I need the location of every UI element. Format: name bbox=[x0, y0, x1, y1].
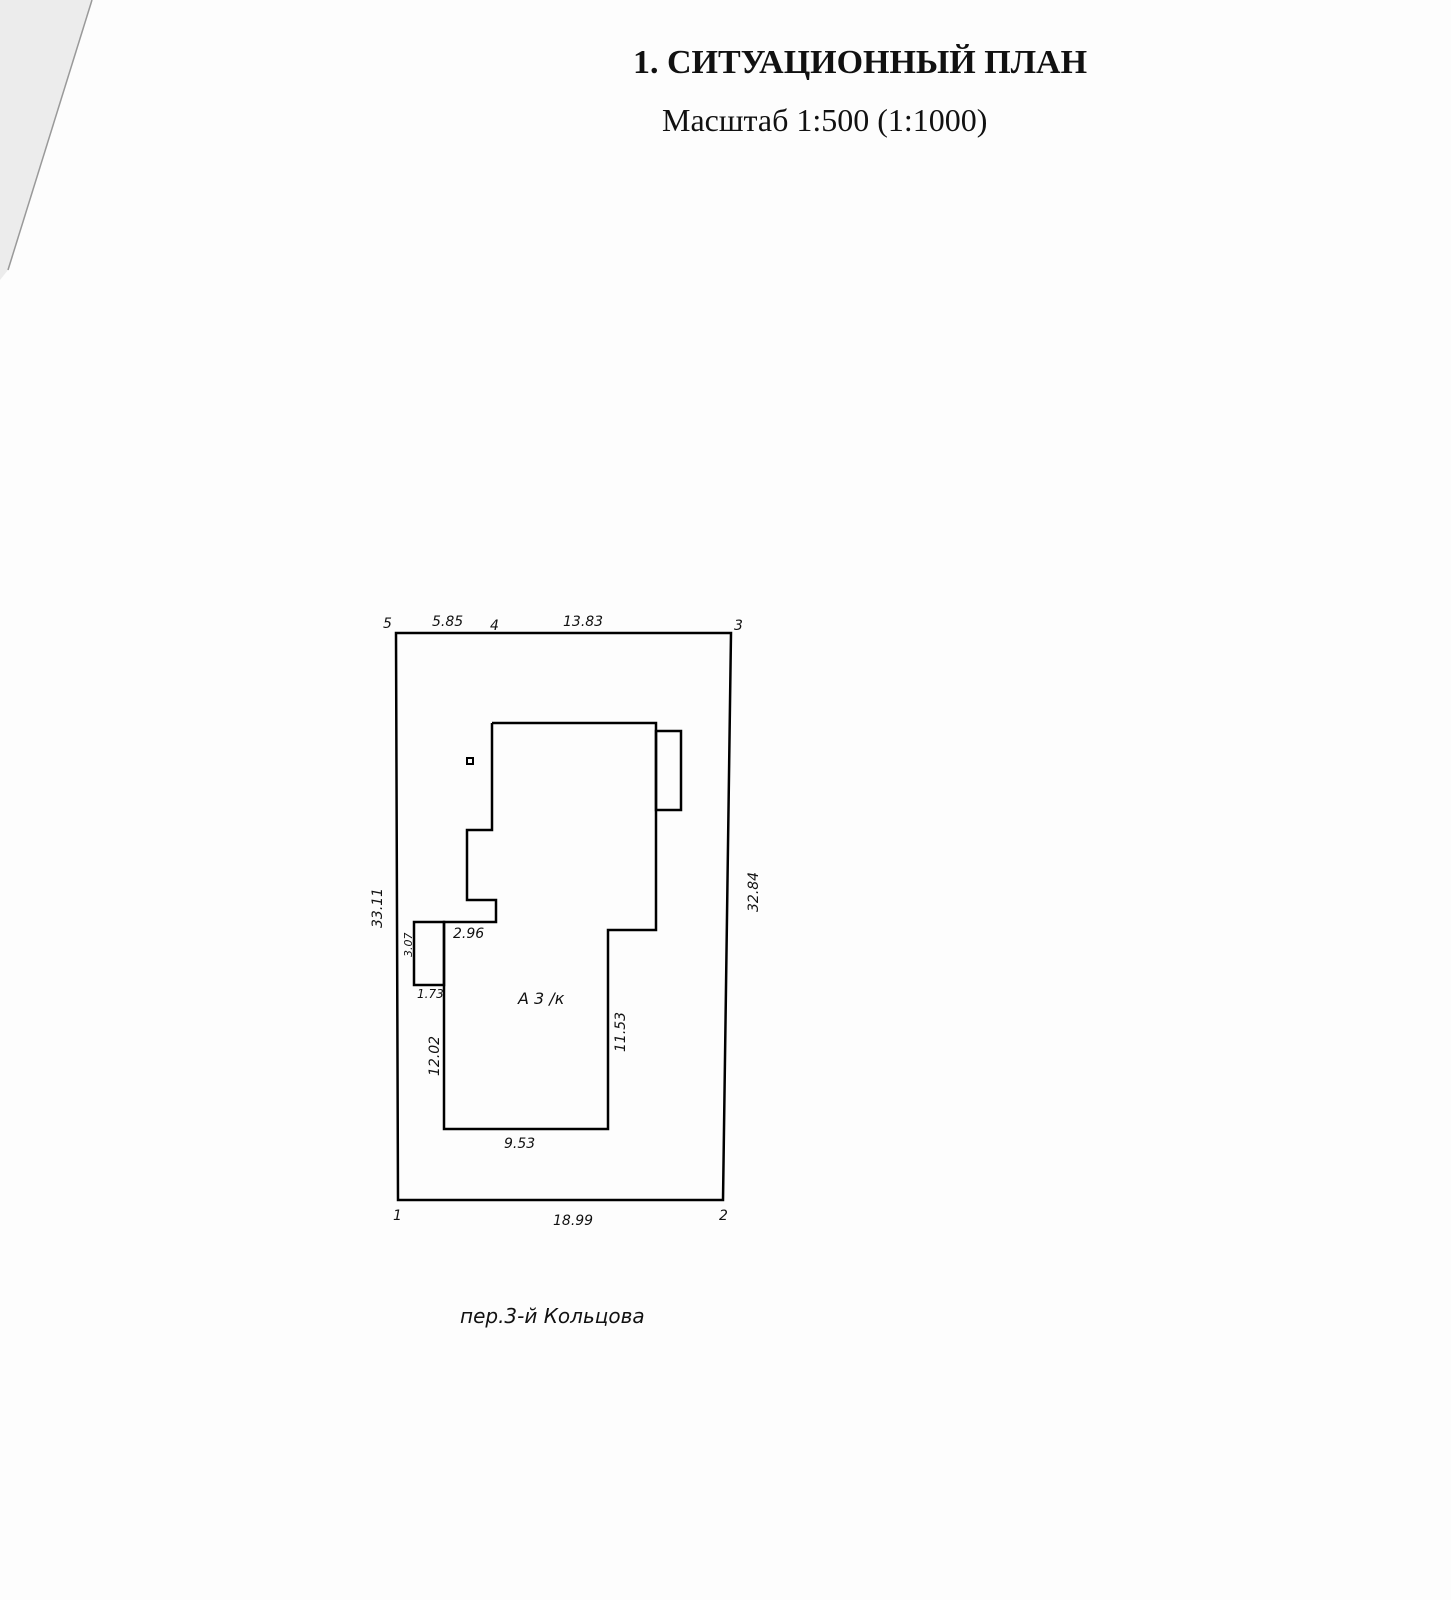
building-label: А 3 /к bbox=[517, 989, 565, 1008]
dim-bottom: 18.99 bbox=[553, 1213, 593, 1229]
dim-notch-width: 2.96 bbox=[453, 926, 484, 942]
dim-top-right: 13.83 bbox=[563, 614, 603, 630]
building-porch bbox=[412, 920, 446, 987]
point-5-label: 5 bbox=[383, 616, 392, 632]
dim-top-left: 5.85 bbox=[432, 614, 463, 630]
point-1-label: 1 bbox=[393, 1208, 402, 1224]
dim-building-right: 11.53 bbox=[613, 1012, 629, 1052]
building-side-annex bbox=[654, 729, 683, 812]
dim-right: 32.84 bbox=[746, 872, 762, 912]
page-title: 1. СИТУАЦИОННЫЙ ПЛАН bbox=[633, 44, 1088, 81]
dim-annex-width: 1.73 bbox=[417, 987, 444, 1001]
marker-square bbox=[466, 757, 474, 765]
dim-building-bottom: 9.53 bbox=[504, 1136, 535, 1152]
scale-note: Масштаб 1:500 (1:1000) bbox=[662, 102, 988, 138]
dim-annex-height: 3.07 bbox=[402, 933, 415, 958]
dim-left: 33.11 bbox=[370, 888, 386, 928]
paper-edge-shadow bbox=[0, 0, 92, 280]
paper-edge-line bbox=[7, 0, 93, 271]
point-4-label: 4 bbox=[490, 618, 499, 634]
street-name: пер.3-й Кольцова bbox=[460, 1304, 645, 1328]
point-3-label: 3 bbox=[734, 618, 743, 634]
dim-building-left: 12.02 bbox=[427, 1036, 443, 1076]
point-2-label: 2 bbox=[719, 1208, 728, 1224]
plot-boundary bbox=[394, 631, 733, 1202]
